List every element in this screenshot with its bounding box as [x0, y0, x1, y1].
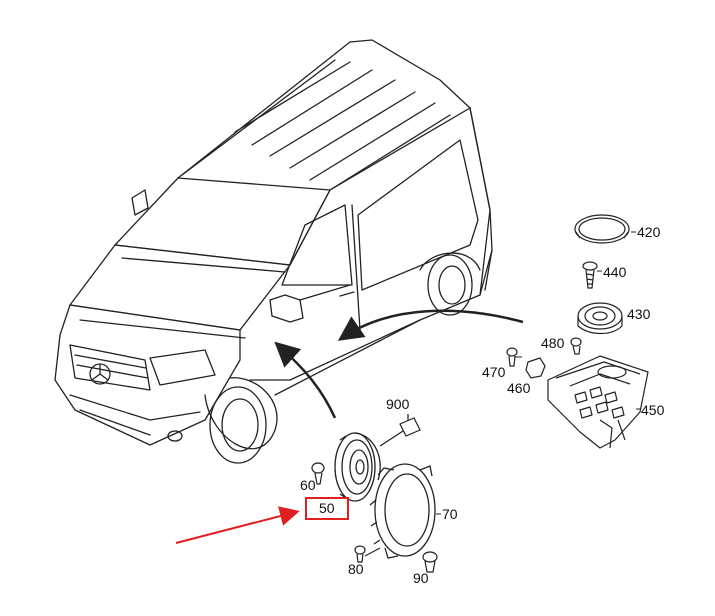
part-440-screw	[582, 261, 598, 289]
callout-70: 70	[442, 506, 458, 522]
callout-440: 440	[603, 264, 627, 280]
part-900-connector	[379, 414, 421, 447]
callout-480: 480	[541, 335, 565, 351]
part-90-clip	[422, 551, 438, 573]
callout-430: 430	[627, 306, 651, 322]
callout-460: 460	[507, 380, 531, 396]
callout-60: 60	[300, 477, 316, 493]
part-50-speaker	[334, 432, 381, 502]
highlight-box-part-50	[305, 497, 349, 520]
part-420-ring	[574, 214, 630, 244]
callout-50: 50	[319, 500, 335, 516]
part-430-tweeter	[577, 302, 623, 335]
part-450-bracket	[547, 355, 649, 449]
callout-470: 470	[482, 364, 506, 380]
part-70-housing	[369, 463, 436, 559]
callout-900: 900	[386, 396, 410, 412]
callout-420: 420	[637, 224, 661, 240]
part-470-bolt	[506, 347, 518, 367]
red-pointer-arrow	[175, 506, 300, 544]
van-illustration	[54, 39, 493, 464]
rear-speaker-arrow	[337, 309, 524, 341]
callout-80: 80	[348, 561, 364, 577]
callout-90: 90	[413, 570, 429, 586]
callout-450: 450	[641, 402, 665, 418]
part-60-screw	[311, 462, 325, 485]
part-460-clip	[525, 357, 546, 379]
part-80-screw	[354, 545, 366, 563]
part-480-bolt	[570, 337, 582, 355]
door-speaker-arrow	[274, 341, 337, 419]
